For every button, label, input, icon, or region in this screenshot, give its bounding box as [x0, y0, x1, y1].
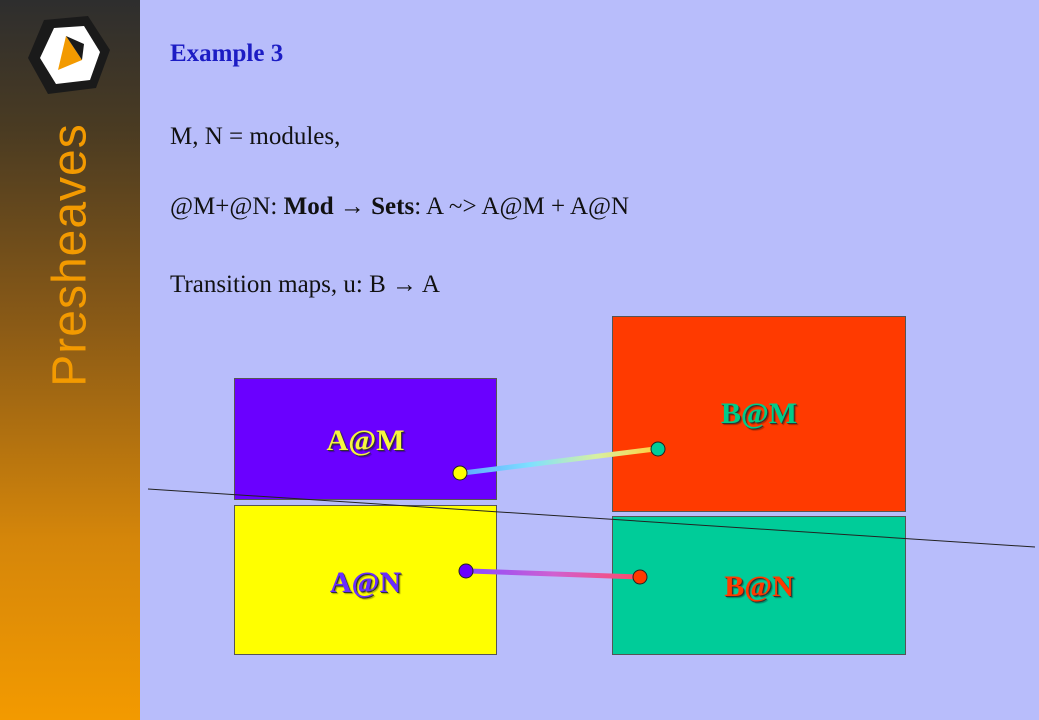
arrow-symbol: → [385, 271, 422, 298]
box-label: A@M [326, 424, 405, 457]
box-a-at-n: A@N [234, 505, 497, 655]
example-heading: Example 3 [170, 40, 284, 67]
transition-map-upper [462, 446, 656, 476]
point-b-at-m [650, 441, 666, 457]
functor-line: @M+@N: Mod → Sets: A ~> A@M + A@N [170, 193, 629, 221]
point-a-at-n [458, 563, 474, 579]
logo-icon [28, 16, 110, 94]
transition-map-lower [468, 568, 640, 580]
box-b-at-n: B@N [612, 516, 906, 655]
box-b-at-m: B@M [612, 316, 906, 512]
box-a-at-m: A@M [234, 378, 497, 500]
mod-category: Mod [283, 193, 334, 220]
functor-mapping: : A ~> A@M + A@N [414, 193, 630, 220]
arrow-symbol: → [333, 193, 372, 220]
separator-line [147, 488, 1036, 548]
point-a-at-m [452, 465, 468, 481]
box-label: B@N [724, 570, 794, 603]
box-label: A@N [329, 566, 402, 599]
transition-target: A [421, 271, 440, 298]
point-b-at-n [632, 569, 648, 585]
transition-text: Transition maps, u: B [170, 271, 386, 298]
sets-category: Sets [371, 193, 415, 220]
sidebar: Presheaves [0, 0, 140, 720]
modules-line: M, N = modules, [170, 123, 341, 150]
transition-maps-line: Transition maps, u: B → A [170, 271, 440, 299]
box-label: B@M [720, 397, 798, 430]
functor-prefix: @M+@N: [170, 193, 284, 220]
